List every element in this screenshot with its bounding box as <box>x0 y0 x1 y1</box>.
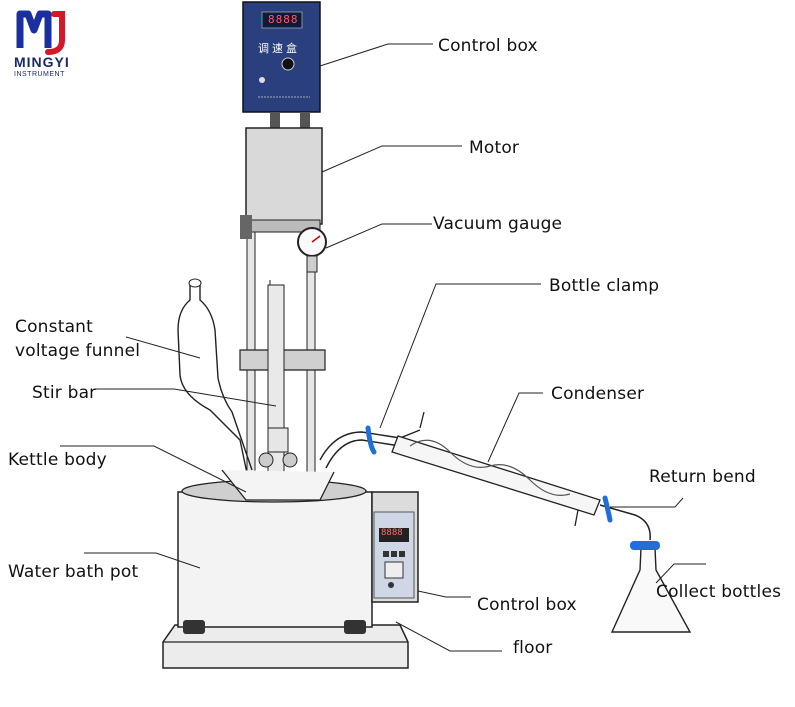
water-bath-pot <box>177 479 373 634</box>
constant-voltage-funnel <box>177 278 253 479</box>
label-stir-bar: Stir bar <box>32 383 97 403</box>
brand-name: MINGYI <box>14 54 70 70</box>
vacuum-gauge <box>297 227 327 273</box>
label-motor: Motor <box>469 138 520 158</box>
label-bottle-clamp: Bottle clamp <box>549 276 660 296</box>
label-collect-bottles: Collect bottles <box>656 582 782 602</box>
label-control-box-bottom: Control box <box>477 595 577 615</box>
brand-subtitle: INSTRUMENT <box>14 71 65 78</box>
label-floor: floor <box>513 638 553 658</box>
condenser <box>319 411 601 527</box>
return-bend <box>599 504 651 541</box>
kettle-body <box>221 427 335 501</box>
bath-display: 8888 <box>381 528 403 538</box>
top-control-box <box>242 1 321 113</box>
label-condenser: Condenser <box>551 384 645 404</box>
control-box-title: 调速盒 <box>258 42 300 55</box>
label-water-bath-pot: Water bath pot <box>8 562 139 582</box>
mingyi-logo <box>16 10 65 55</box>
label-kettle-body: Kettle body <box>8 450 107 470</box>
label-control-box-top: Control box <box>438 36 538 56</box>
control-box-display: 8888 <box>268 13 299 26</box>
label-return-bend: Return bend <box>649 467 756 487</box>
bath-control-box <box>371 491 419 603</box>
bottle-clamps <box>365 425 660 550</box>
leader-lines <box>60 43 706 652</box>
label-constant-voltage-funnel-line1: Constant <box>15 317 94 337</box>
base-floor <box>162 624 409 669</box>
label-constant-voltage-funnel-line2: voltage funnel <box>15 341 141 361</box>
motor <box>240 112 323 239</box>
label-vacuum-gauge: Vacuum gauge <box>433 214 563 234</box>
